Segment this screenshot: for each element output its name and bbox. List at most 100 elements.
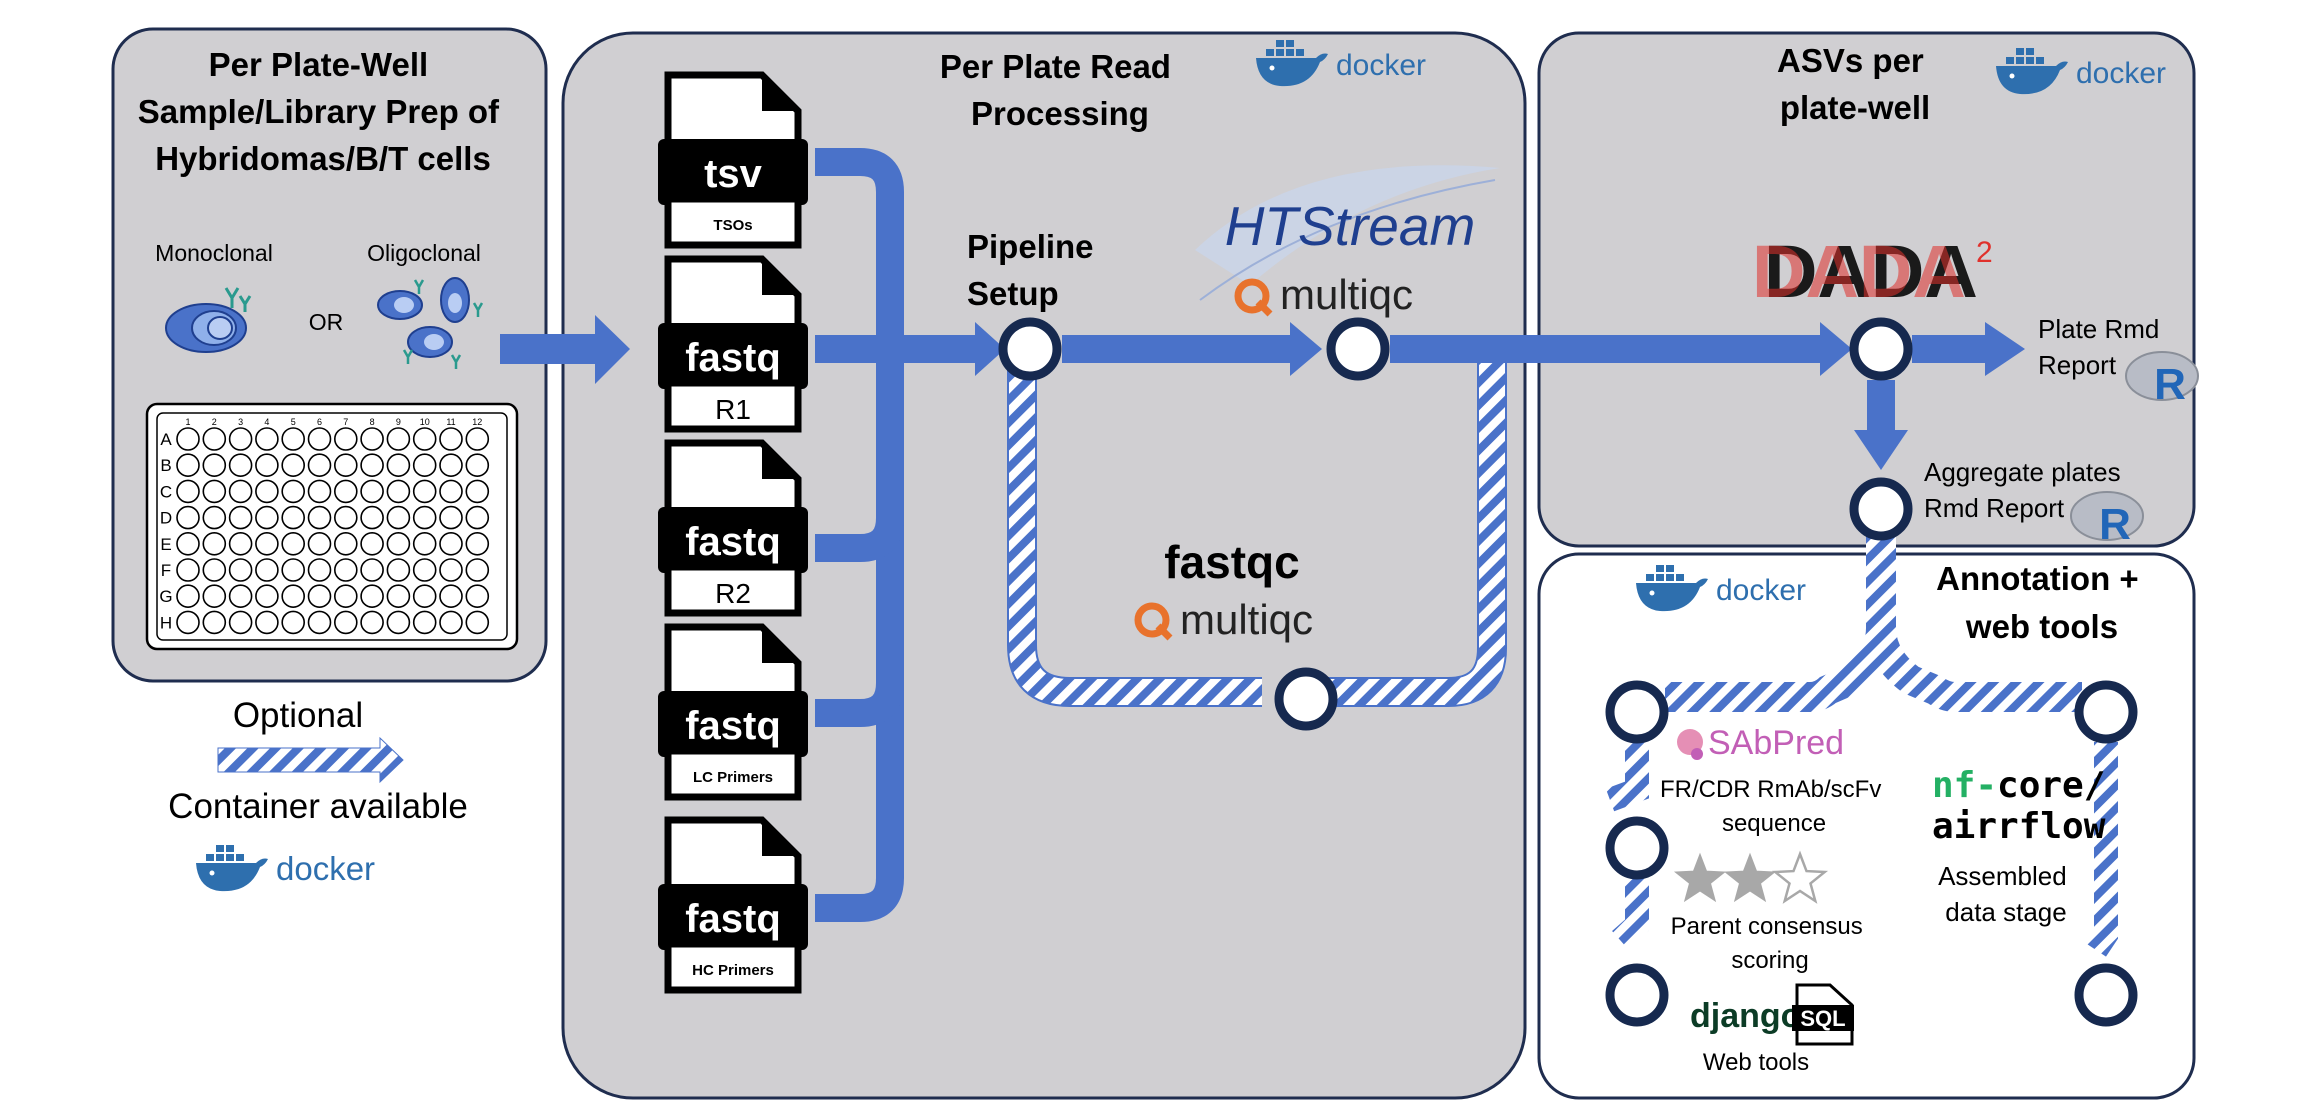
monoclonal-label: Monoclonal <box>155 240 273 266</box>
docker-logo-annotation: docker <box>1636 565 1806 612</box>
plate-well <box>360 479 384 504</box>
plate-well <box>176 505 200 530</box>
r-logo-plate: R <box>2125 351 2199 409</box>
plate-col-label: 10 <box>420 417 430 427</box>
node-pipeline-setup <box>998 317 1062 381</box>
plate-well <box>255 531 279 556</box>
plate-col-label: 7 <box>343 417 348 427</box>
plate-well <box>255 427 279 451</box>
multiqc-logo-htstream: multiqc <box>1234 271 1413 318</box>
oligoclonal-label: Oligoclonal <box>367 240 481 266</box>
plate-well <box>439 584 463 609</box>
plate-row-label: A <box>160 430 172 449</box>
file-type-label: fastq <box>685 520 781 564</box>
plate-well <box>255 479 279 504</box>
plate-col-label: 9 <box>396 417 401 427</box>
node-htstream <box>1326 317 1390 381</box>
plate-well <box>333 453 358 478</box>
aggregate-report-label: Aggregate plates Rmd Report <box>1924 457 2128 523</box>
plate-well <box>281 479 306 504</box>
plate-well <box>360 505 384 530</box>
plate-row-label: C <box>160 482 172 501</box>
plate-well <box>465 453 490 478</box>
solid-flow-lines <box>815 148 2025 922</box>
django-sql-logo: django SQL <box>1690 983 1854 1046</box>
assembled-caption: Assembled data stage <box>1938 861 2074 927</box>
file-name-label: R2 <box>715 578 751 609</box>
plate-well <box>307 505 332 530</box>
plate-well <box>333 479 358 504</box>
docker-logo-processing: docker <box>1256 40 1426 87</box>
plate-well <box>255 584 279 609</box>
plate-well <box>176 453 200 478</box>
monoclonal-cell-icon <box>165 287 252 353</box>
plate-well <box>386 531 411 556</box>
docker-logo-legend: docker <box>196 845 375 892</box>
plate-row-label: D <box>160 509 172 528</box>
plate-well <box>386 558 411 582</box>
plate-col-label: 8 <box>370 417 375 427</box>
svg-text:SAbPred: SAbPred <box>1708 724 1844 762</box>
plate-well <box>412 610 437 635</box>
plate-well <box>465 531 490 556</box>
nfcore-airrflow-logo: nf-core/ airrflow <box>1932 765 2106 847</box>
plate-well <box>202 479 227 504</box>
plate-well <box>307 479 332 504</box>
star-filled-icon <box>1723 852 1777 903</box>
plate-well <box>228 505 253 530</box>
svg-text:R: R <box>2154 360 2186 409</box>
plate-col-label: 2 <box>212 417 217 427</box>
plate-well <box>307 453 332 478</box>
plate-well <box>202 453 227 478</box>
plate-well <box>386 453 411 478</box>
plate-well <box>307 558 332 582</box>
plate-well <box>176 558 200 582</box>
plate-well <box>281 453 306 478</box>
plate-row-label: H <box>160 613 172 632</box>
plate-well <box>333 584 358 609</box>
prep-title: Per Plate-Well Sample/Library Prep of Hy… <box>138 46 508 177</box>
plate-well <box>386 584 411 609</box>
plate-well <box>228 610 253 635</box>
plate-well <box>439 453 463 478</box>
plate-well <box>255 453 279 478</box>
svg-text:R: R <box>2099 500 2131 549</box>
node-sabpred <box>1605 680 1669 744</box>
svg-text:django: django <box>1690 997 1801 1035</box>
plate-well <box>202 558 227 582</box>
plate-well <box>360 531 384 556</box>
svg-text:multiqc: multiqc <box>1180 596 1313 643</box>
svg-text:docker: docker <box>1716 574 1806 607</box>
plate-well <box>202 427 227 451</box>
htstream-logo: HTStream <box>1195 165 1500 301</box>
plate-well <box>412 531 437 556</box>
plate-well <box>255 610 279 635</box>
pipeline-setup-label: Pipeline Setup <box>967 228 1103 312</box>
plate-well <box>333 505 358 530</box>
node-aggregate <box>1849 477 1913 541</box>
plate-col-label: 1 <box>185 417 190 427</box>
dada2-logo: DADA DADA 2 <box>1752 230 1993 313</box>
svg-text:DADA: DADA <box>1764 230 1978 313</box>
plate-well <box>176 610 200 635</box>
legend-optional: Optional <box>233 696 363 735</box>
consensus-caption: Parent consensus scoring <box>1671 913 1870 974</box>
svg-text:airrflow: airrflow <box>1932 806 2106 847</box>
file-type-label: fastq <box>685 897 781 941</box>
plate-well <box>281 558 306 582</box>
plate-col-label: 6 <box>317 417 322 427</box>
plate-well <box>307 427 332 451</box>
svg-text:docker: docker <box>276 850 375 887</box>
processing-panel <box>561 31 1527 1100</box>
plate-well <box>439 558 463 582</box>
node-webtools <box>1605 963 1669 1027</box>
node-airrflow-bottom <box>2074 963 2138 1027</box>
plate-row-label: F <box>161 561 171 580</box>
plate-well <box>202 505 227 530</box>
optional-fastqc-path <box>1007 360 1507 707</box>
file-type-label: tsv <box>704 152 763 196</box>
node-dada2 <box>1849 317 1913 381</box>
plate-row-label: E <box>160 535 171 554</box>
